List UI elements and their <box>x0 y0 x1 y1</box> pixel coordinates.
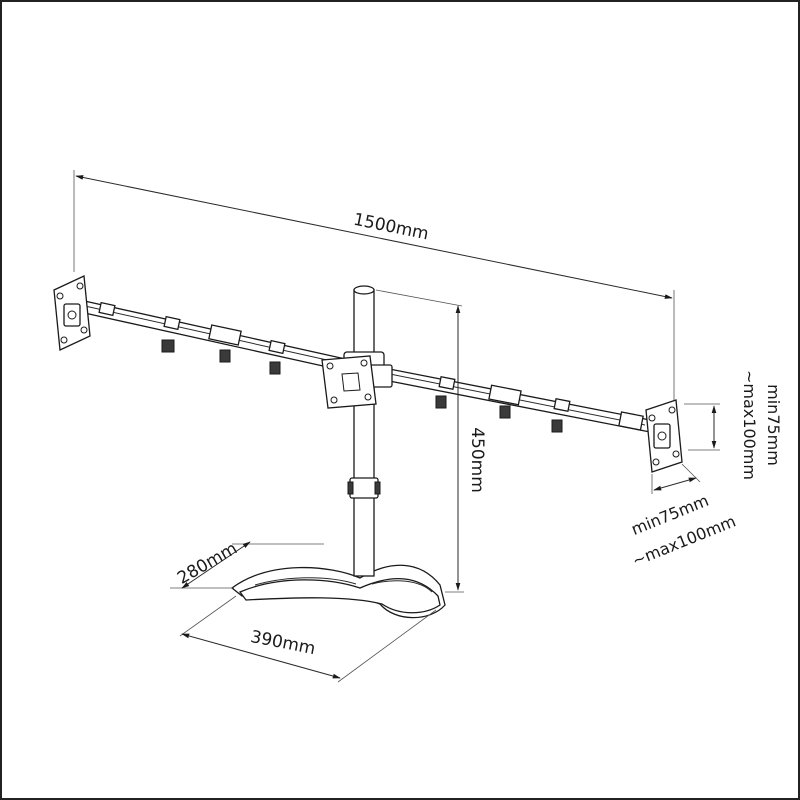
vesa-vertical-min-label: min75mm <box>764 384 783 466</box>
vesa-plate-center <box>321 355 377 409</box>
vesa-plate-left <box>53 275 91 351</box>
stand-pole <box>347 285 381 577</box>
arm-span-label: 1500mm <box>352 210 431 245</box>
stand-base <box>230 564 446 619</box>
vesa-plate-right <box>645 399 683 473</box>
base-depth-label: 280mm <box>174 539 241 589</box>
vesa-vertical-max-label: ~max100mm <box>740 370 759 480</box>
dim-vesa-vertical: min75mm ~max100mm <box>684 370 783 480</box>
base-width-label: 390mm <box>249 627 317 659</box>
right-arm <box>373 365 651 433</box>
dim-vesa-horizontal: min75mm ~max100mm <box>629 463 738 570</box>
pole-height-label: 450mm <box>467 427 487 493</box>
dim-pole-height: 450mm <box>375 289 487 593</box>
left-arm <box>79 299 351 375</box>
